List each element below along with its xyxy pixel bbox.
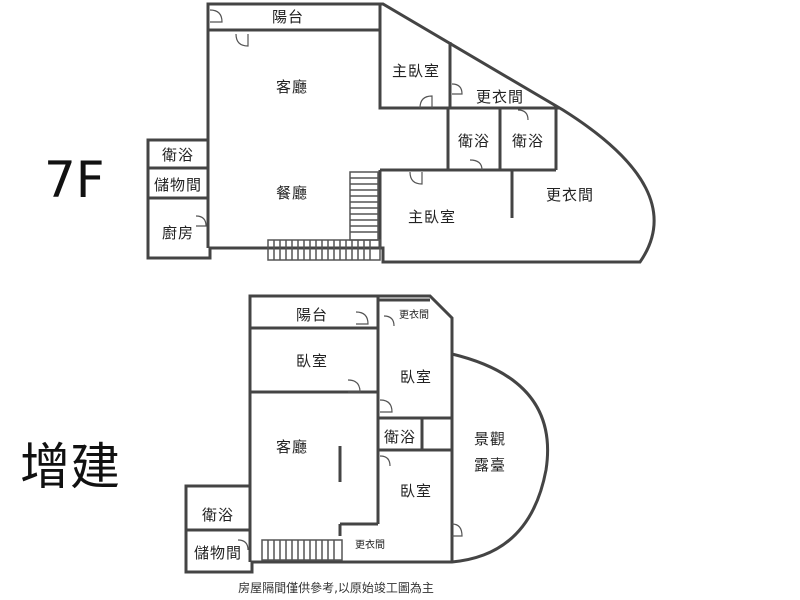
room-7f-closet2: 更衣間 bbox=[546, 186, 594, 204]
floor-label-7f: 7F bbox=[44, 151, 105, 209]
staircase-ext bbox=[261, 539, 343, 561]
wall-ext-annex bbox=[186, 486, 252, 562]
footnote: 房屋隔間僅供參考,以原始竣工圖為主 bbox=[238, 580, 434, 595]
wall-7f-annex bbox=[148, 140, 210, 248]
room-7f-living: 客廳 bbox=[276, 78, 308, 96]
staircase-7f bbox=[267, 171, 381, 261]
room-ext-closet1: 更衣間 bbox=[399, 308, 429, 321]
room-ext-living: 客廳 bbox=[276, 438, 308, 456]
room-ext-bedroom3: 臥室 bbox=[400, 482, 432, 500]
wall-ext-right bbox=[376, 318, 454, 562]
doors-7f bbox=[195, 9, 529, 227]
room-ext-bedroom1: 臥室 bbox=[296, 352, 328, 370]
plan-7f: 陽台 客廳 餐廳 主臥室 更衣間 衛浴 衛浴 主臥室 更衣間 衛浴 儲物間 廚房 bbox=[146, 2, 656, 264]
floor-label-extension: 增建 bbox=[20, 438, 120, 496]
wall-ext-living bbox=[338, 446, 378, 536]
room-ext-bath2: 衛浴 bbox=[202, 506, 234, 524]
room-7f-master2: 主臥室 bbox=[408, 208, 456, 226]
room-7f-bath1: 衛浴 bbox=[458, 132, 490, 150]
room-ext-terrace-line2: 露臺 bbox=[474, 456, 506, 474]
room-ext-bedroom2: 臥室 bbox=[400, 368, 432, 386]
room-7f-storage: 儲物間 bbox=[154, 176, 202, 194]
wall-ext-balcony bbox=[250, 296, 430, 330]
room-ext-storage: 儲物間 bbox=[194, 544, 242, 562]
wall-7f-outer bbox=[146, 2, 656, 264]
plan-extension: 陽台 更衣間 臥室 臥室 客廳 衛浴 臥室 景觀 露臺 衛浴 儲物間 更衣間 bbox=[184, 294, 550, 574]
doors-ext bbox=[237, 311, 463, 551]
room-7f-balcony: 陽台 bbox=[272, 8, 304, 26]
room-7f-closet1: 更衣間 bbox=[476, 88, 524, 106]
wall-7f-balcony bbox=[208, 4, 382, 32]
room-7f-master1: 主臥室 bbox=[392, 62, 440, 80]
room-ext-closet2: 更衣間 bbox=[355, 538, 385, 551]
room-7f-kitchen: 廚房 bbox=[162, 224, 194, 242]
room-ext-bath1: 衛浴 bbox=[384, 428, 416, 446]
room-7f-bath2: 衛浴 bbox=[512, 132, 544, 150]
room-7f-dining: 餐廳 bbox=[276, 184, 308, 202]
room-7f-bath3: 衛浴 bbox=[162, 146, 194, 164]
room-ext-terrace-line1: 景觀 bbox=[474, 430, 506, 448]
wall-7f-baths bbox=[380, 108, 558, 172]
wall-7f-master1 bbox=[378, 30, 560, 110]
room-ext-balcony: 陽台 bbox=[296, 306, 328, 324]
